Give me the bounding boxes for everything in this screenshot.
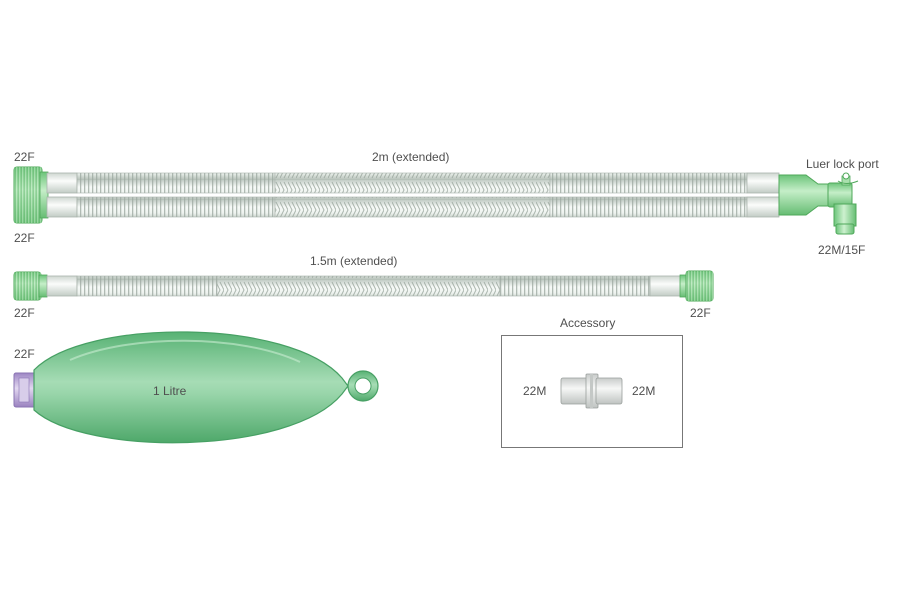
connector-22f-left-icon	[13, 271, 48, 301]
limb-15m-left-connector-label: 22F	[14, 306, 35, 320]
limb-15m	[13, 270, 714, 302]
accessory-title: Accessory	[560, 316, 616, 330]
reservoir-bag-icon	[13, 331, 379, 444]
accessory-left-end-label: 22M	[523, 384, 547, 398]
luer-lock-port-label: Luer lock port	[806, 157, 879, 171]
limb-2m-bottom-connector-label: 22F	[14, 231, 35, 245]
connector-22f-right-icon	[679, 270, 714, 302]
bag-connector-label: 22F	[14, 347, 35, 361]
straight-adaptor-22m-icon	[560, 373, 623, 409]
limb-2m-length-label: 2m (extended)	[372, 150, 450, 164]
luer-lock-port-icon	[837, 172, 859, 186]
elbow-connector-label: 22M/15F	[818, 243, 866, 257]
limb-15m-length-label: 1.5m (extended)	[310, 254, 398, 268]
accessory-box	[501, 335, 683, 448]
accessory-right-end-label: 22M	[632, 384, 656, 398]
limb-2m-top-connector-label: 22F	[14, 150, 35, 164]
limb-15m-right-connector-label: 22F	[690, 306, 711, 320]
connector-22f-icon	[13, 166, 49, 224]
limb-2m	[13, 166, 859, 235]
bag-volume-label: 1 Litre	[153, 384, 187, 398]
elbow-22m-15f-icon	[833, 203, 857, 235]
